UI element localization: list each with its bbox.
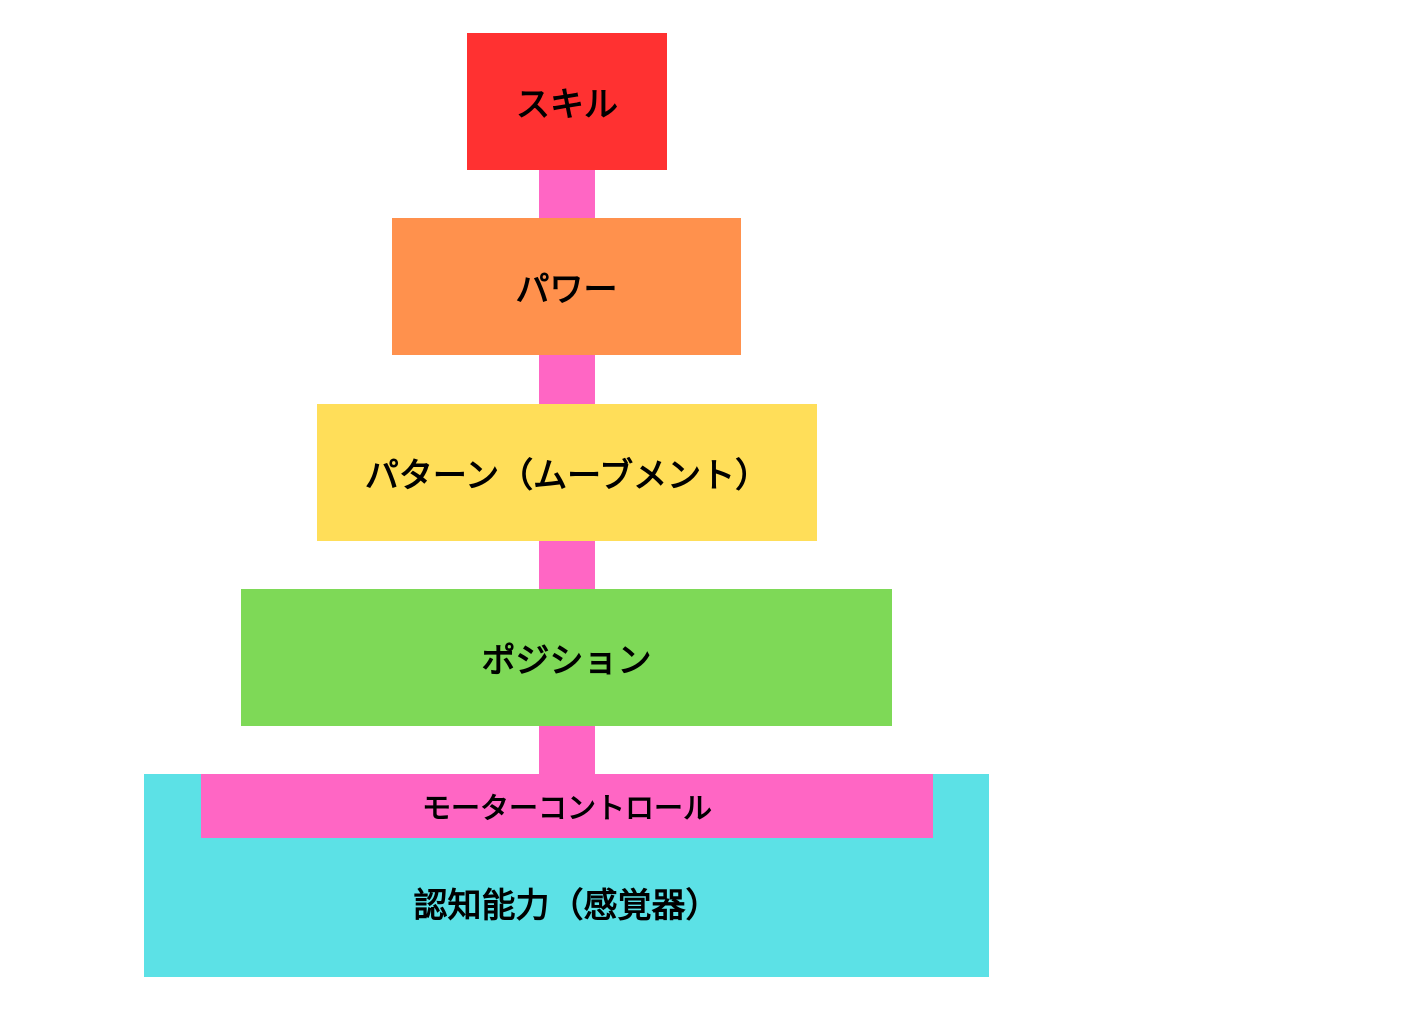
connector-power-pattern (539, 355, 595, 404)
connector-skill-power (539, 170, 595, 218)
level-motor-control-label: モーターコントロール (421, 791, 712, 825)
connector-pattern-position (539, 541, 595, 589)
level-pattern-label: パターン（ムーブメント） (364, 456, 770, 496)
level-motor-control: モーターコントロール (201, 774, 933, 838)
level-pattern: パターン（ムーブメント） (317, 404, 817, 541)
level-power: パワー (392, 218, 741, 355)
level-skill-label: スキル (516, 85, 618, 125)
level-position: ポジション (241, 589, 892, 726)
level-power-label: パワー (515, 270, 618, 310)
level-position-label: ポジション (481, 641, 652, 681)
level-skill: スキル (467, 33, 667, 170)
level-cognition-label: 認知能力（感覚器） (413, 886, 720, 926)
connector-position-motor (539, 726, 595, 774)
